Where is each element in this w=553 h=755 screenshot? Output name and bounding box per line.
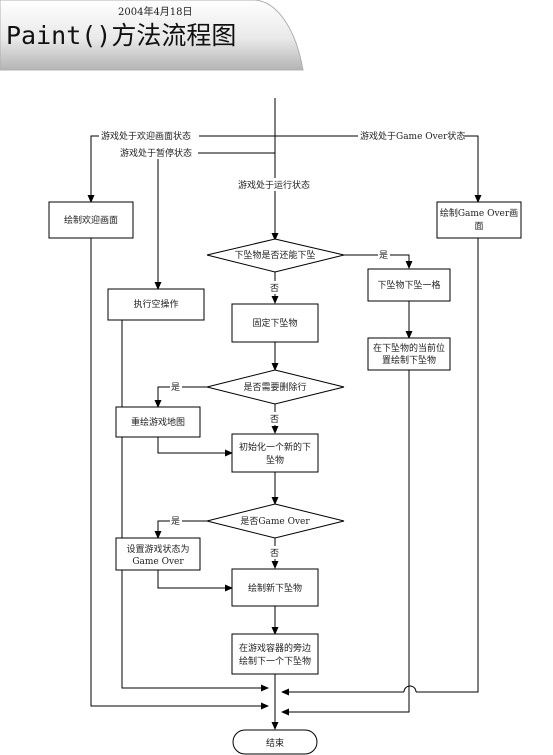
edge-yes-gameover: 是	[171, 516, 180, 527]
edge-gameover-state: 游戏处于Game Over状态	[360, 130, 465, 142]
edge-no-gameover: 否	[270, 548, 279, 559]
redraw-map-box	[115, 406, 201, 438]
draw-current-label-2: 置绘制下坠物	[382, 354, 436, 366]
edge-welcome-state: 游戏处于欢迎画面状态	[101, 130, 191, 142]
decision-delete-row	[206, 369, 345, 405]
draw-current-box	[367, 337, 451, 371]
draw-next-label-2: 绘制下一个下坠物	[239, 655, 311, 667]
decision-falling-label: 下坠物是否还能下坠	[234, 249, 315, 261]
set-state-label-2: Game Over	[132, 557, 184, 567]
draw-next-box	[231, 633, 319, 675]
draw-new-label: 绘制新下坠物	[248, 582, 302, 594]
init-new-box	[231, 433, 319, 473]
header-date: 2004年4月18日	[118, 5, 193, 18]
draw-welcome-box	[48, 201, 134, 239]
draw-gameover-box	[436, 201, 522, 239]
draw-next-label-1: 在游戏容器的旁边	[239, 642, 311, 654]
noop-box	[107, 288, 205, 321]
draw-welcome-label: 绘制欢迎画面	[64, 214, 118, 226]
decision-delete-label: 是否需要删除行	[243, 381, 306, 393]
draw-gameover-label-2: 面	[474, 221, 483, 232]
edge-yes-falling: 是	[379, 250, 388, 261]
move-down-box	[367, 268, 451, 302]
decision-falling	[206, 238, 345, 273]
page-title: Paint()方法流程图	[6, 21, 236, 50]
end-label: 结束	[266, 737, 284, 749]
decision-gameover	[206, 503, 345, 539]
init-new-label-2: 坠物	[266, 454, 284, 466]
header-banner	[0, 0, 304, 71]
edge-yes-delete: 是	[171, 382, 180, 393]
set-state-box	[115, 537, 201, 571]
noop-label: 执行空操作	[133, 298, 178, 310]
fix-falling-box	[231, 303, 319, 343]
draw-new-box	[231, 568, 319, 607]
fix-falling-label: 固定下坠物	[252, 317, 297, 329]
edge-no-falling: 否	[270, 283, 279, 294]
decision-gameover-label: 是否Game Over	[240, 516, 310, 527]
edge-running-state: 游戏处于运行状态	[238, 179, 310, 191]
redraw-map-label: 重绘游戏地图	[131, 416, 185, 428]
init-new-label-1: 初始化一个新的下	[239, 441, 311, 453]
end-terminal	[232, 729, 318, 755]
draw-gameover-label-1: 绘制Game Over画	[440, 207, 518, 219]
edge-no-delete: 否	[270, 414, 279, 425]
move-down-label: 下坠物下坠一格	[377, 279, 440, 291]
draw-current-label-1: 在下坠物的当前位	[373, 342, 445, 354]
set-state-label-1: 设置游戏状态为	[126, 543, 189, 555]
edge-paused-state: 游戏处于暂停状态	[120, 147, 192, 159]
